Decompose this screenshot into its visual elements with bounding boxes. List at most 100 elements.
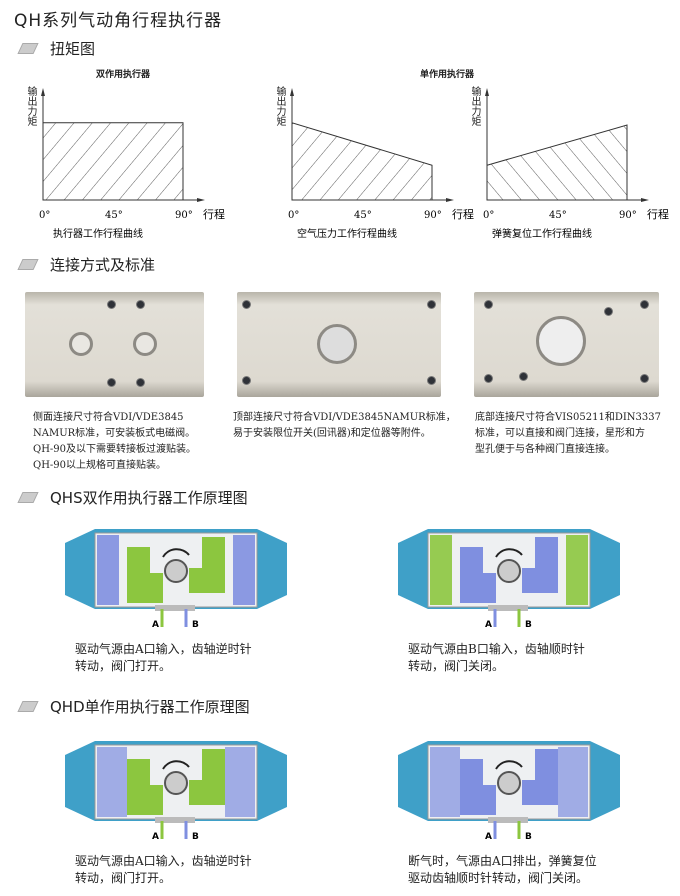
piston-right xyxy=(189,749,225,805)
single-acting-header: 单作用执行器 xyxy=(420,70,475,80)
port-a-label: A xyxy=(152,620,159,630)
section-marker-icon xyxy=(17,701,39,712)
port-b-label: B xyxy=(525,620,532,630)
text-line: 驱动气源由A口输入，齿轴逆时针 xyxy=(75,642,252,656)
text-line: QH-90及以下需要转接板过渡贴装。 xyxy=(33,444,197,455)
chart-y-axis-label: 输出力矩 xyxy=(25,86,36,126)
piston-left xyxy=(127,547,163,603)
text-line: 侧面连接尺寸符合VDI/VDE3845 xyxy=(33,412,184,423)
port-block xyxy=(488,605,528,611)
chamber-right xyxy=(233,535,255,605)
port-block xyxy=(155,605,195,611)
pinion-gear-icon xyxy=(164,559,188,583)
text-line: 驱动气源由B口输入，齿轴顺时针 xyxy=(408,642,585,656)
text-line: 底部连接尺寸符合VIS05211和DIN3337 xyxy=(475,412,662,423)
top-connection-text: 顶部连接尺寸符合VDI/VDE3845NAMUR标准， 易于安装限位开关(回讯器)… xyxy=(233,410,456,442)
double-acting-header: 双作用执行器 xyxy=(96,70,151,80)
chamber-left xyxy=(430,535,452,605)
rotation-arrow-icon xyxy=(162,548,190,558)
x-tick-label: 0° xyxy=(483,210,494,221)
x-tick-label: 45° xyxy=(354,210,372,221)
text-line: 顶部连接尺寸符合VDI/VDE3845NAMUR标准， xyxy=(233,412,456,423)
rotation-arrow-icon xyxy=(162,760,190,770)
port-a-label: A xyxy=(152,832,159,842)
y-arrow-icon xyxy=(290,88,294,96)
port-a-label: A xyxy=(485,620,492,630)
pinion-gear-icon xyxy=(164,771,188,795)
x-tick-label: 90° xyxy=(175,210,193,221)
spring-right xyxy=(225,747,255,817)
x-arrow-icon xyxy=(197,198,205,202)
top-connection-photo xyxy=(237,292,441,397)
section-marker-icon xyxy=(17,43,39,54)
diagram-description: 驱动气源由A口输入，齿轴逆时针转动，阀门打开。 xyxy=(75,641,252,675)
x-arrow-icon xyxy=(446,198,454,202)
piston-left xyxy=(127,759,163,815)
x-axis-label: 行程 xyxy=(452,208,474,221)
torque-area xyxy=(42,122,184,201)
bottom-connection-photo xyxy=(474,292,659,397)
piston-right xyxy=(522,749,558,805)
rotation-arrow-icon xyxy=(495,548,523,558)
x-tick-label: 45° xyxy=(549,210,567,221)
side-connection-photo xyxy=(25,292,204,397)
piston-right xyxy=(189,537,225,593)
section-marker-icon xyxy=(17,492,39,503)
diagram-description: 驱动气源由B口输入，齿轴顺时针转动，阀门关闭。 xyxy=(408,641,585,675)
port-block xyxy=(155,817,195,823)
text-line: 驱动齿轴顺时针转动，阀门关闭。 xyxy=(408,871,589,885)
text-line: 断气时，气源由A口排出，弹簧复位 xyxy=(408,854,597,868)
section-title: QHS双作用执行器工作原理图 xyxy=(50,489,248,507)
pinion-gear-icon xyxy=(497,771,521,795)
port-b-label: B xyxy=(192,620,199,630)
chart-y-axis-label: 输出力矩 xyxy=(274,86,285,126)
diagram-description: 驱动气源由A口输入，齿轴逆时针转动，阀门打开。 xyxy=(75,853,252,887)
text-line: 转动，阀门打开。 xyxy=(75,659,172,673)
piston-right xyxy=(522,537,558,593)
section-qhs: QHS双作用执行器工作原理图 xyxy=(14,487,248,508)
pinion-gear-icon xyxy=(497,559,521,583)
port-b-label: B xyxy=(525,832,532,842)
spring-left xyxy=(430,747,460,817)
text-line: NAMUR标准，可安装板式电磁阀。 xyxy=(33,428,196,439)
torque-charts: 0°45°90°行程执行器工作行程曲线0°45°90°行程空气压力工作行程曲线0… xyxy=(39,88,669,240)
y-arrow-icon xyxy=(41,88,45,96)
bottom-connection-text: 底部连接尺寸符合VIS05211和DIN3337 标准，可以直接和阀门连接，星形和… xyxy=(475,410,661,458)
section-torque: 扭矩图 xyxy=(14,38,95,59)
x-tick-label: 45° xyxy=(105,210,123,221)
text-line: 标准，可以直接和阀门连接，星形和方 xyxy=(475,428,645,439)
section-qhd: QHD单作用执行器工作原理图 xyxy=(14,696,250,717)
port-block xyxy=(488,817,528,823)
chamber-left xyxy=(97,535,119,605)
chart-caption: 空气压力工作行程曲线 xyxy=(297,227,397,240)
text-line: 转动，阀门打开。 xyxy=(75,871,172,885)
y-arrow-icon xyxy=(485,88,489,96)
text-line: 转动，阀门关闭。 xyxy=(408,659,505,673)
chamber-right xyxy=(566,535,588,605)
x-tick-label: 90° xyxy=(424,210,442,221)
chart-caption: 执行器工作行程曲线 xyxy=(53,227,143,240)
x-axis-label: 行程 xyxy=(647,208,669,221)
x-tick-label: 0° xyxy=(288,210,299,221)
piston-left xyxy=(460,759,496,815)
spring-right xyxy=(558,747,588,817)
text-line: 易于安装限位开关(回讯器)和定位器等附件。 xyxy=(233,428,431,439)
section-connection: 连接方式及标准 xyxy=(14,254,155,275)
rotation-arrow-icon xyxy=(495,760,523,770)
diagram-description: 断气时，气源由A口排出，弹簧复位驱动齿轴顺时针转动，阀门关闭。 xyxy=(408,853,597,887)
x-tick-label: 0° xyxy=(39,210,50,221)
text-line: QH-90以上规格可直接贴装。 xyxy=(33,460,167,471)
section-title: 连接方式及标准 xyxy=(50,256,156,274)
section-title: QHD单作用执行器工作原理图 xyxy=(50,698,250,716)
chart-y-axis-label: 输出力矩 xyxy=(469,86,480,126)
page-title: QH系列气动角行程执行器 xyxy=(14,11,223,31)
port-b-label: B xyxy=(192,832,199,842)
text-line: 型孔便于与各种阀门直接连接。 xyxy=(475,444,615,455)
section-marker-icon xyxy=(17,259,39,270)
torque-area xyxy=(486,124,628,201)
piston-left xyxy=(460,547,496,603)
